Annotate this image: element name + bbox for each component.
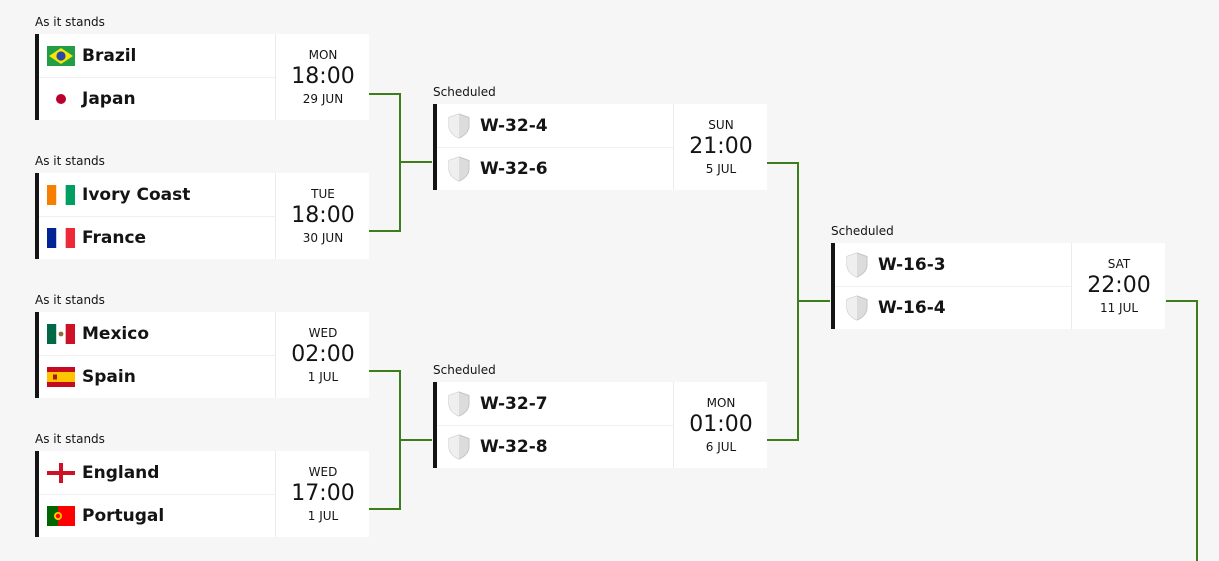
team-name: Ivory Coast (82, 184, 191, 205)
kickoff-date: 1 JUL (307, 509, 339, 523)
portugal-flag-icon (47, 505, 75, 526)
match-fixture[interactable]: W-16-3 W-16-4 SAT 22:00 11 JUL (831, 243, 1165, 329)
match-fixture[interactable]: Ivory Coast France TUE 18:00 30 JUN (35, 173, 369, 259)
shield-icon (445, 390, 473, 417)
team-name: France (82, 227, 147, 248)
team-name: W-16-3 (878, 254, 946, 275)
match-fixture[interactable]: W-32-7 W-32-8 MON 01:00 6 JUL (433, 382, 767, 468)
connector-r1-top (369, 93, 432, 232)
kickoff-time-box: SAT 22:00 11 JUL (1071, 243, 1166, 329)
kickoff-time: 18:00 (291, 64, 355, 89)
team-name: W-32-8 (480, 436, 548, 457)
team-row-home: W-32-7 (437, 382, 673, 426)
shield-icon (843, 251, 871, 278)
kickoff-time: 02:00 (291, 342, 355, 367)
kickoff-time: 22:00 (1087, 273, 1151, 298)
kickoff-day: WED (308, 326, 338, 340)
kickoff-time-box: TUE 18:00 30 JUN (275, 173, 370, 259)
connector-r3 (1166, 300, 1198, 561)
match-status: Scheduled (433, 363, 496, 377)
kickoff-time: 18:00 (291, 203, 355, 228)
team-name: W-32-4 (480, 115, 548, 136)
team-row-home: Mexico (39, 312, 275, 356)
kickoff-date: 6 JUL (705, 440, 737, 454)
kickoff-date: 11 JUL (1099, 301, 1139, 315)
japan-flag-icon (47, 89, 75, 109)
team-name: England (82, 462, 160, 483)
match-fixture[interactable]: W-32-4 W-32-6 SUN 21:00 5 JUL (433, 104, 767, 190)
shield-icon (445, 112, 473, 139)
connector-r1-bottom (369, 370, 432, 510)
spain-flag-icon (47, 366, 75, 387)
kickoff-time: 21:00 (689, 134, 753, 159)
team-row-away: W-16-4 (835, 286, 1071, 329)
match-status: Scheduled (831, 224, 894, 238)
kickoff-time-box: WED 17:00 1 JUL (275, 451, 370, 537)
kickoff-time-box: MON 18:00 29 JUN (275, 34, 370, 120)
match-status: As it stands (35, 15, 105, 29)
team-name: Japan (82, 88, 136, 109)
kickoff-time: 01:00 (689, 412, 753, 437)
match-status: Scheduled (433, 85, 496, 99)
mexico-flag-icon (47, 323, 75, 344)
kickoff-day: SUN (708, 118, 734, 132)
kickoff-time-box: SUN 21:00 5 JUL (673, 104, 768, 190)
team-name: Spain (82, 366, 136, 387)
team-name: W-32-7 (480, 393, 548, 414)
england-flag-icon (47, 462, 75, 483)
shield-icon (445, 155, 473, 182)
kickoff-day: MON (308, 48, 338, 62)
ivory-coast-flag-icon (47, 184, 75, 205)
team-row-away: Spain (39, 355, 275, 398)
team-name: Brazil (82, 45, 137, 66)
kickoff-time-box: WED 02:00 1 JUL (275, 312, 370, 398)
match-status: As it stands (35, 154, 105, 168)
team-row-home: England (39, 451, 275, 495)
team-name: W-32-6 (480, 158, 548, 179)
match-fixture[interactable]: England Portugal WED 17:00 1 JUL (35, 451, 369, 537)
shield-icon (843, 294, 871, 321)
team-row-away: Portugal (39, 494, 275, 537)
france-flag-icon (47, 227, 75, 248)
kickoff-date: 29 JUN (302, 92, 344, 106)
kickoff-date: 30 JUN (302, 231, 344, 245)
team-name: Portugal (82, 505, 165, 526)
kickoff-date: 1 JUL (307, 370, 339, 384)
team-row-away: France (39, 216, 275, 259)
match-fixture[interactable]: Mexico Spain WED 02:00 1 JUL (35, 312, 369, 398)
team-row-home: W-32-4 (437, 104, 673, 148)
kickoff-day: WED (308, 465, 338, 479)
team-row-home: Ivory Coast (39, 173, 275, 217)
team-row-home: Brazil (39, 34, 275, 78)
brazil-flag-icon (47, 45, 75, 66)
match-status: As it stands (35, 293, 105, 307)
team-name: Mexico (82, 323, 149, 344)
team-row-away: W-32-8 (437, 425, 673, 468)
kickoff-time: 17:00 (291, 481, 355, 506)
connector-r2 (766, 162, 830, 441)
kickoff-day: TUE (311, 187, 335, 201)
team-name: W-16-4 (878, 297, 946, 318)
team-row-away: Japan (39, 77, 275, 120)
kickoff-date: 5 JUL (705, 162, 737, 176)
match-fixture[interactable]: Brazil Japan MON 18:00 29 JUN (35, 34, 369, 120)
kickoff-day: SAT (1107, 257, 1131, 271)
match-status: As it stands (35, 432, 105, 446)
team-row-away: W-32-6 (437, 147, 673, 190)
kickoff-time-box: MON 01:00 6 JUL (673, 382, 768, 468)
team-row-home: W-16-3 (835, 243, 1071, 287)
shield-icon (445, 433, 473, 460)
kickoff-day: MON (706, 396, 736, 410)
